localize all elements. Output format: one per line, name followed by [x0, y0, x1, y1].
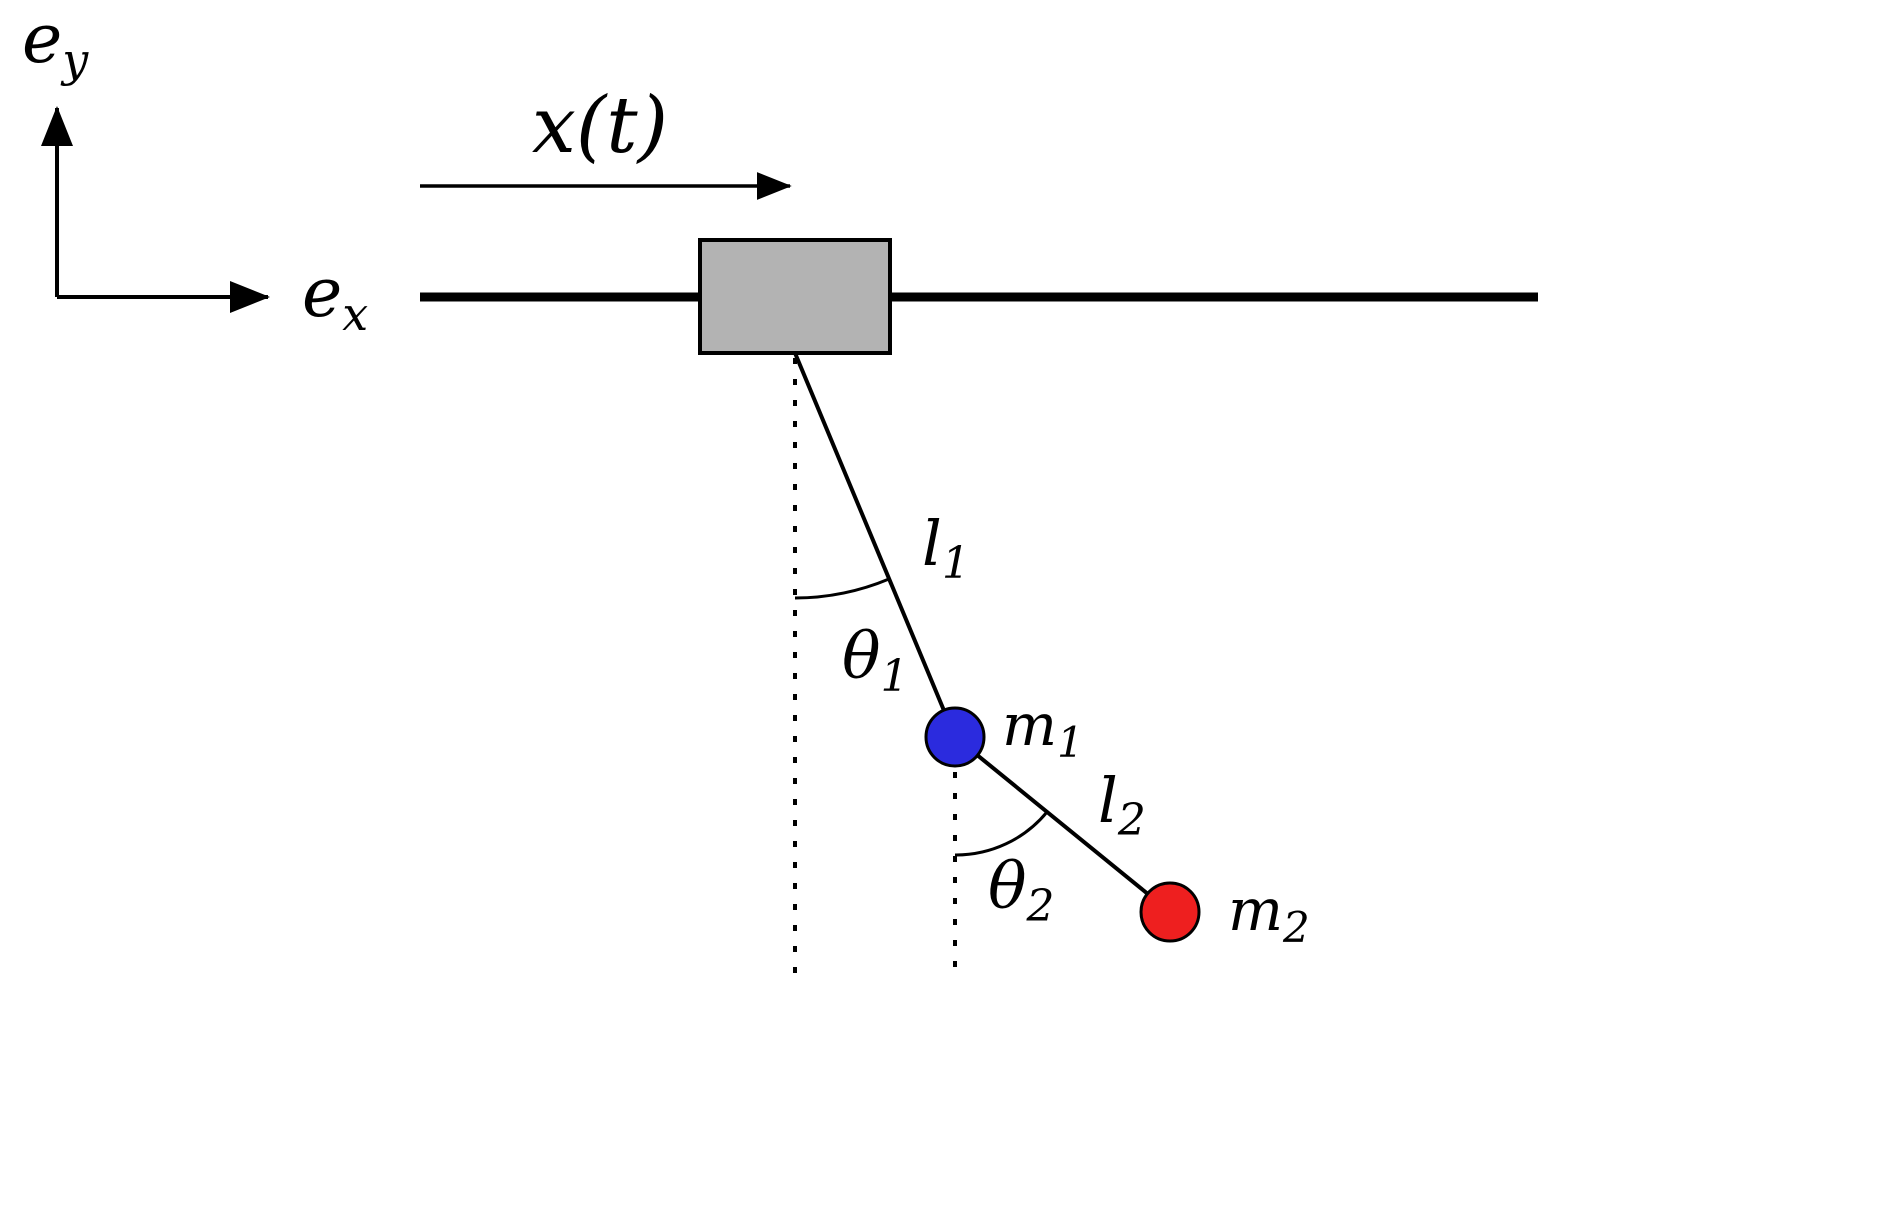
- mass2-label: m2: [1228, 876, 1310, 952]
- cart: [698, 238, 892, 355]
- mass1-label: m1: [1002, 691, 1084, 767]
- mass-2: [1139, 881, 1201, 943]
- axis-y-label: ey: [22, 0, 89, 87]
- rod2-length-label: l2: [1098, 764, 1146, 846]
- axis-x-label: ex: [302, 254, 368, 341]
- angle2-label: θ2: [988, 850, 1055, 932]
- displacement-label: x(t): [532, 81, 668, 171]
- rod1-length-label: l1: [922, 507, 970, 589]
- rod-1: [793, 352, 957, 738]
- angle-arc-1: [794, 577, 890, 600]
- angle-arc-2: [954, 811, 1049, 857]
- rod-2: [953, 735, 1172, 914]
- angle1-label: θ1: [842, 620, 909, 702]
- mass-1: [924, 706, 986, 768]
